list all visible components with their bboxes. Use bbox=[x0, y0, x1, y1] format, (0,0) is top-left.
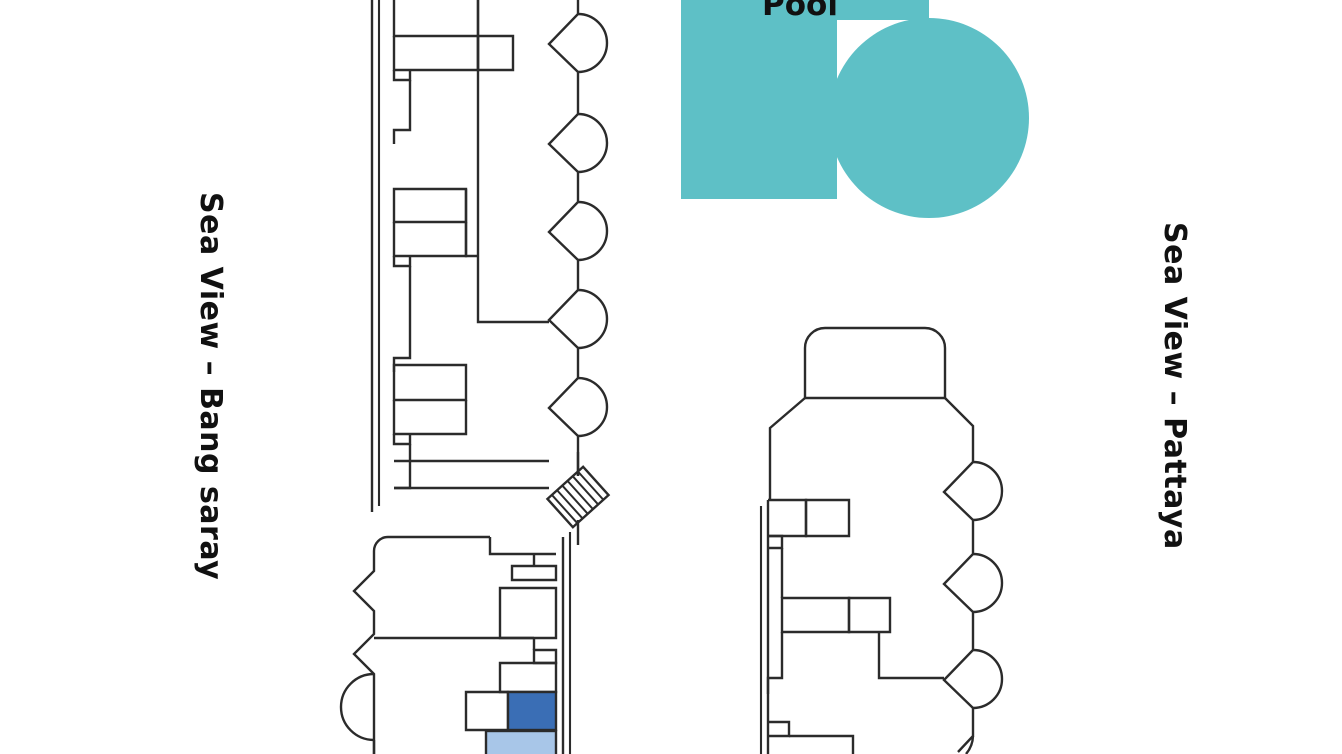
interior-partition bbox=[392, 266, 412, 372]
pool-circle bbox=[829, 18, 1029, 218]
interior-partition bbox=[394, 444, 412, 490]
adjacent-unit[interactable] bbox=[484, 729, 558, 754]
interior-partition bbox=[476, 34, 515, 72]
balcony-icon bbox=[577, 12, 609, 74]
left-wing-lower-top-wall bbox=[488, 537, 556, 556]
interior-partition bbox=[476, 0, 549, 324]
left-building-wing[interactable] bbox=[339, 0, 611, 754]
right-wing-top-block bbox=[803, 326, 947, 400]
interior-partition bbox=[392, 434, 412, 446]
balcony-icon bbox=[972, 460, 1004, 522]
interior-partition bbox=[768, 720, 791, 738]
stair-icon bbox=[545, 465, 611, 529]
right-wing-left-wall bbox=[768, 397, 806, 500]
balcony-icon bbox=[965, 735, 975, 754]
interior-partition bbox=[464, 690, 510, 732]
interior-partition bbox=[804, 498, 851, 538]
interior-partition bbox=[392, 400, 468, 436]
interior-partition bbox=[464, 189, 478, 258]
right-building-wing[interactable] bbox=[759, 326, 1004, 754]
pool-body bbox=[681, 0, 929, 199]
balcony-icon bbox=[339, 672, 375, 742]
interior-partition bbox=[789, 734, 855, 754]
interior-partition bbox=[392, 363, 468, 402]
pool-label: Pool bbox=[762, 0, 838, 23]
balcony-icon bbox=[577, 200, 609, 262]
interior-partition bbox=[392, 70, 412, 82]
pool-area[interactable] bbox=[681, 0, 1029, 218]
balcony-icon bbox=[577, 112, 609, 174]
sea-view-label-right: Sea View – Pattaya bbox=[1157, 222, 1192, 550]
interior-partition bbox=[847, 596, 892, 634]
balcony-icon bbox=[972, 552, 1004, 614]
interior-partition bbox=[498, 586, 558, 640]
interior-partition bbox=[768, 534, 784, 550]
interior-partition bbox=[392, 36, 480, 72]
interior-partition bbox=[780, 596, 851, 634]
interior-partition bbox=[392, 187, 468, 224]
balcony-icon bbox=[972, 648, 1004, 710]
interior-partition bbox=[498, 661, 558, 694]
left-wing-lower-left-wall bbox=[352, 535, 490, 754]
interior-partition bbox=[510, 564, 558, 582]
interior-partition bbox=[392, 0, 480, 38]
interior-partition bbox=[877, 632, 944, 680]
selected-unit[interactable] bbox=[506, 690, 558, 732]
interior-partition bbox=[768, 498, 808, 538]
interior-partition bbox=[766, 632, 784, 694]
interior-partition bbox=[392, 256, 412, 268]
interior-partition bbox=[392, 222, 468, 258]
sea-view-label-left: Sea View – Bang saray bbox=[193, 192, 228, 581]
balcony-icon bbox=[577, 376, 609, 438]
balcony-icon bbox=[577, 288, 609, 350]
interior-partition bbox=[532, 648, 558, 665]
right-wing-right-wall bbox=[942, 397, 975, 753]
left-wing-right-wall bbox=[547, 0, 580, 476]
interior-partition bbox=[392, 80, 412, 144]
